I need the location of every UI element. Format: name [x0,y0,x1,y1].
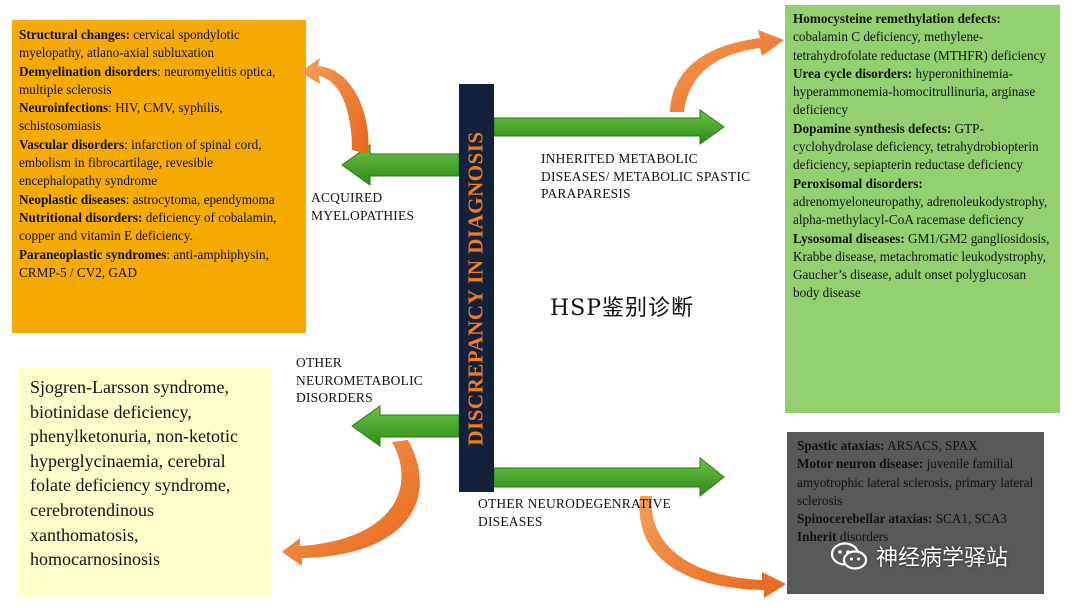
acquired-myelopathies-box: Structural changes: cervical spondylotic… [12,20,306,333]
label-other-metabolic-line: OTHER [296,355,342,370]
metabolic-entry: Dopamine synthesis defects: GTP-cyclohyd… [793,120,1052,175]
acquired-entry: Neuroinfections: HIV, CMV, syphilis, sch… [19,99,299,136]
metabolic-entry-text: adrenomyeloneuropathy, adrenoleukodystro… [793,193,1048,228]
other-neurometabolic-box: Sjogren-Larsson syndrome, biotinidase de… [18,368,271,598]
acquired-entry: Neoplastic diseases: astrocytoma, ependy… [19,191,299,209]
acquired-entry-text: : infarction of spinal cord, embolism in… [19,136,262,189]
neuro-entry-text: SCA1, SCA3 [932,511,1007,527]
neuro-entry: Spastic ataxias: ARSACS, SPAX [797,437,1034,455]
acquired-entry-text: : anti-amphiphysin, CRMP-5 / CV2, GAD [19,246,269,280]
metabolic-entry-heading: Urea cycle disorders: [793,65,913,81]
neuro-entry-text: disorders [836,529,889,545]
metabolic-entry-text: cobalamin C deficiency, methylene-tetrah… [793,29,1047,63]
metabolic-entry-text: GTP-cyclohydrolase deficiency, tetrahydr… [793,120,1039,173]
label-other-neuro-line: DISEASES [478,513,543,529]
acquired-entry: Nutritional disorders: deficiency of cob… [19,209,299,246]
metabolic-entry-text: GM1/GM2 gangliosidosis, Krabbe disease, … [793,230,1050,301]
acquired-entry-text: : neuromyelitis optica, multiple scleros… [19,63,276,97]
label-acquired: ACQUIRED MYELOPATHIES [311,189,414,224]
label-other-neurometabolic: OTHER NEUROMETABOLIC DISORDERS [296,354,423,407]
acquired-entry-text: deficiency of cobalamin, copper and vita… [19,209,277,244]
label-other-metabolic-line: DISORDERS [296,390,373,405]
curve-other-neurodegenerative [639,496,786,598]
curve-inherited [670,30,784,112]
wechat-icon [830,542,868,570]
neuro-entry-text: ARSACS, SPAX [884,438,978,453]
arrow-acquired [341,144,460,186]
acquired-entry-heading: Paraneoplastic syndromes [19,246,167,262]
inherited-metabolic-box: Homocysteine remethylation defects: coba… [785,5,1060,413]
metabolic-entry-heading: Dopamine synthesis defects: [793,120,952,136]
diagnosis-bar [459,84,494,492]
acquired-entry-heading: Neuroinfections [19,100,109,116]
metabolic-entry: Urea cycle disorders: hyperonithinemia-h… [793,65,1052,120]
acquired-entry-heading: Vascular disorders [19,136,125,152]
acquired-entry-heading: Neoplastic diseases [19,191,126,207]
acquired-entry-heading: Demyelination disorders [19,63,158,79]
metabolic-entry: Homocysteine remethylation defects: coba… [793,10,1052,65]
acquired-entry-text: cervical spondylotic myelopathy, atlano-… [19,27,240,61]
label-other-metabolic-line: NEUROMETABOLIC [296,372,423,388]
neuro-entry-heading: Spastic ataxias: [797,438,885,453]
curve-other-neurometabolic [282,440,420,566]
bar-title: DISCREPANCY IN DIAGNOSIS [463,131,488,446]
watermark-text: 神经病学驿站 [876,546,1009,571]
metabolic-entry: Peroxisomal disorders: adrenomyeloneurop… [793,175,1052,230]
metabolic-entry-heading: Homocysteine remethylation defects: [793,11,1001,26]
metabolic-entry-heading: Lysosomal diseases: [793,230,905,246]
label-acquired-line: MYELOPATHIES [311,207,415,223]
metabolic-entry-heading: Peroxisomal disorders: [793,175,923,191]
arrow-other-neurodegenerative [493,456,725,498]
metabolic-entry: Lysosomal diseases: GM1/GM2 gangliosidos… [793,230,1052,303]
label-other-neuro-line: OTHER NEURODEGENRATIVE [478,496,672,511]
acquired-entry: Paraneoplastic syndromes: anti-amphiphys… [19,246,299,283]
neuro-entry-text: juvenile familial amyotrophic lateral sc… [797,456,1034,508]
acquired-entry: Structural changes: cervical spondylotic… [19,26,299,63]
acquired-entry-text: : astrocytoma, ependymoma [125,191,275,207]
other-neurometabolic-text: Sjogren-Larsson syndrome, biotinidase de… [30,377,238,570]
curve-acquired [300,58,369,154]
neuro-entry: Spinocerebellar ataxias: SCA1, SCA3 [797,510,1034,528]
watermark: 神经病学驿站 [830,540,1008,572]
label-acquired-line: ACQUIRED [311,190,383,205]
center-title: HSP鉴别诊断 [550,296,695,321]
arrow-inherited [493,109,725,145]
neuro-entry: Inherit disorders [797,528,1034,546]
neuro-entry-heading: Motor neuron disease: [797,456,924,472]
label-inherited-line: INHERITED METABOLIC [541,151,698,166]
label-other-neurodegenerative: OTHER NEURODEGENRATIVE DISEASES [478,495,671,530]
acquired-entry-heading: Nutritional disorders: [19,209,143,225]
neuro-entry-heading: Inherit [797,529,837,545]
acquired-entry-text: : HIV, CMV, syphilis, schistosomiasis [19,100,223,134]
label-inherited-line: PARAPARESIS [541,186,631,201]
neuro-entry-heading: Spinocerebellar ataxias: [797,511,933,527]
arrow-other-neurometabolic [351,405,460,447]
acquired-entry: Demyelination disorders: neuromyelitis o… [19,63,299,100]
label-inherited-line: DISEASES/ METABOLIC SPASTIC [541,168,751,184]
label-inherited: INHERITED METABOLIC DISEASES/ METABOLIC … [541,150,750,203]
acquired-entry: Vascular disorders: infarction of spinal… [19,136,299,191]
acquired-entry-heading: Structural changes: [19,27,130,42]
neuro-entry: Motor neuron disease: juvenile familial … [797,455,1034,510]
metabolic-entry-text: hyperonithinemia-hyperammonemia-homocitr… [793,65,1036,118]
